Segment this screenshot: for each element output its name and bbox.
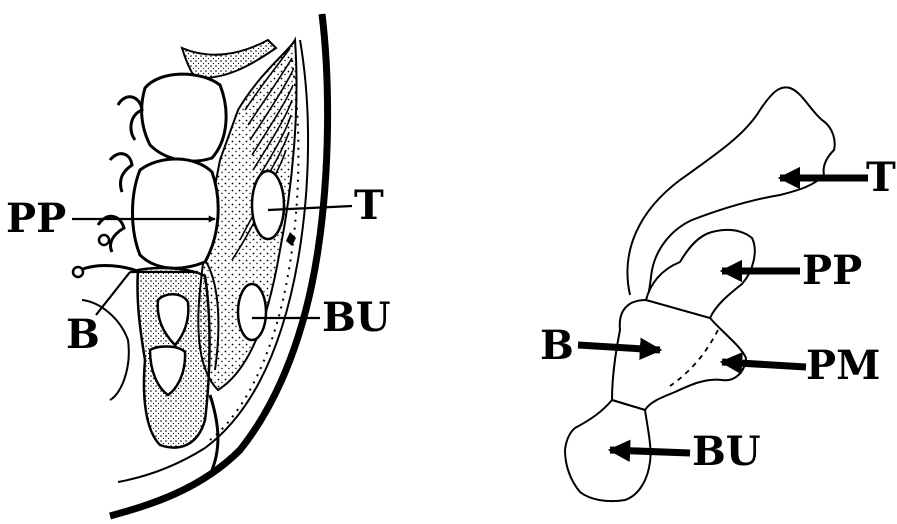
label-pp-left: PP [6,199,66,239]
nasal-turbinate-upper [118,97,142,140]
body-outline [612,300,746,410]
left-cross-section [72,14,352,516]
temporal-extension-oval [252,171,284,239]
vessel-mark [286,232,296,246]
label-b-left: B [66,315,100,355]
arrow-pm-right [722,362,806,367]
label-t-right: T [866,158,896,198]
label-t-left: T [354,186,384,226]
nasal-knob-2 [73,267,83,277]
label-bu-right: BU [692,432,761,472]
zygomatic-bone [182,40,276,78]
ethmoid-cell-lower [133,159,219,268]
leader-b-left [96,272,130,315]
ethmoid-cell-upper [142,74,226,161]
arrow-b-right [578,345,660,350]
label-pm-right: PM [806,346,880,386]
oral-mucosa [210,395,218,470]
buccal-extension-oval [238,284,266,340]
arrow-bu-right [610,450,690,453]
label-pp-right: PP [802,251,862,291]
label-b-right: B [540,326,574,366]
nasal-turbinate-mid [110,154,132,192]
label-bu-left: BU [322,298,391,338]
nasal-knob-1 [99,235,109,245]
